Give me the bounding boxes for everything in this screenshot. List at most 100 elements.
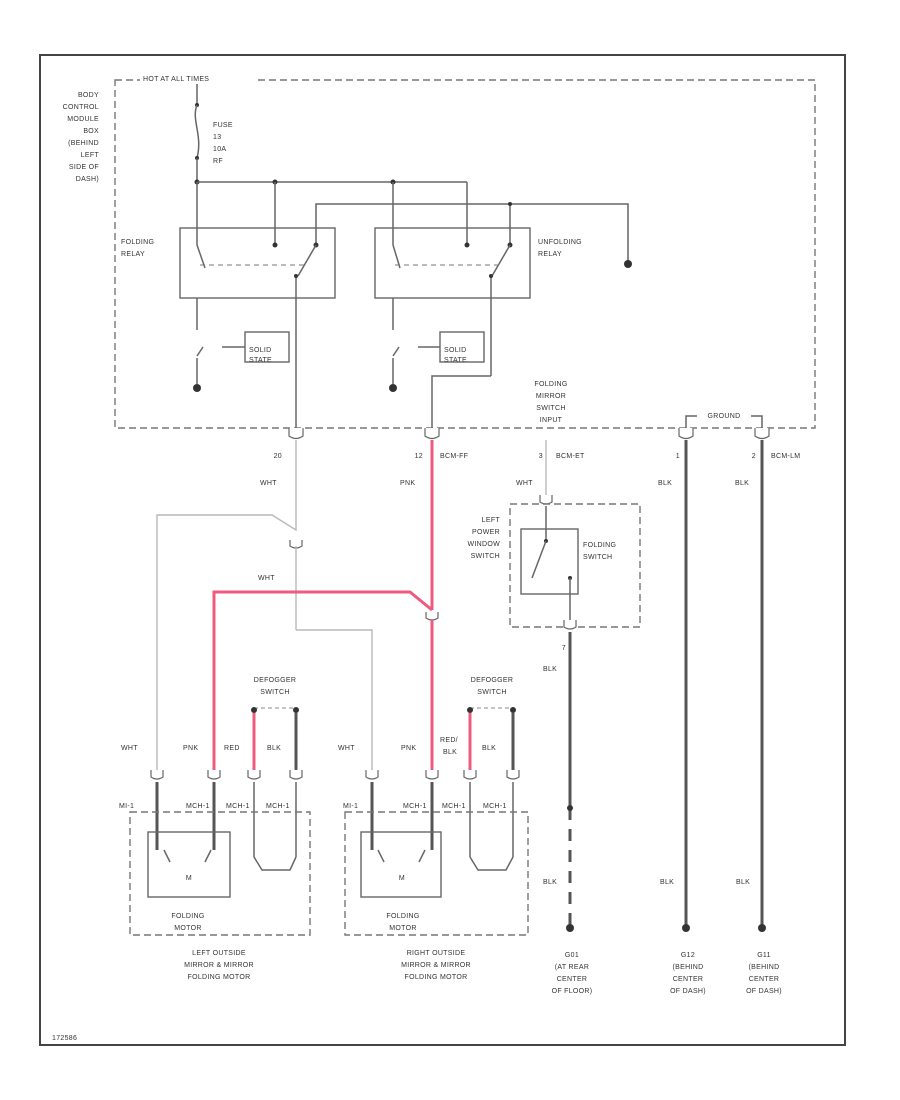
svg-text:BCM-FF: BCM-FF [440,453,468,460]
svg-text:1: 1 [676,453,680,460]
svg-text:MCH-1: MCH-1 [483,803,507,810]
svg-text:RF: RF [213,158,223,165]
svg-text:M: M [399,875,405,882]
svg-text:CENTER: CENTER [557,976,588,983]
figure-id: 172586 [52,1035,77,1042]
body-control-module-box [114,79,816,429]
svg-text:RED: RED [224,745,240,752]
left-mirror-wire-labels: WHT PNK RED BLK [121,745,281,752]
svg-text:RELAY: RELAY [538,251,562,258]
svg-text:M: M [186,875,192,882]
ground-g01-label: G01 (AT REAR CENTER OF FLOOR) [552,952,593,995]
svg-text:SWITCH: SWITCH [260,689,289,696]
svg-text:SOLID: SOLID [249,347,272,354]
svg-text:BLK: BLK [443,749,457,756]
svg-text:SWITCH: SWITCH [471,553,500,560]
svg-text:FOLDING: FOLDING [121,239,154,246]
svg-text:SOLID: SOLID [444,347,467,354]
folding-mirror-switch-input-label: FOLDING MIRROR SWITCH INPUT [534,381,567,424]
bcm-label: BODY CONTROL MODULE BOX (BEHIND LEFT SID… [63,92,100,183]
left-power-window-switch: LEFT POWER WINDOW SWITCH FOLDING SWITCH … [467,440,641,673]
svg-text:OF FLOOR): OF FLOOR) [552,988,593,995]
left-outside-mirror: M FOLDING MOTOR LEFT OUTSIDE MIRROR & MI… [129,811,311,981]
svg-text:(AT REAR: (AT REAR [555,964,589,971]
svg-text:DASH): DASH) [76,176,99,183]
svg-text:FOLDING: FOLDING [386,913,419,920]
svg-text:G11: G11 [757,952,771,959]
svg-text:WHT: WHT [121,745,138,752]
left-defogger-switch: DEFOGGER SWITCH [251,677,299,770]
svg-text:WHT: WHT [260,480,277,487]
svg-text:20: 20 [274,453,282,460]
svg-text:WHT: WHT [338,745,355,752]
unfolding-solid-state-driver: SOLID STATE [389,331,491,428]
svg-text:12: 12 [415,453,423,460]
relay-crossover-wire [315,202,632,268]
svg-text:DEFOGGER: DEFOGGER [254,677,296,684]
svg-text:STATE: STATE [444,357,467,364]
svg-text:SWITCH: SWITCH [536,405,565,412]
svg-text:10A: 10A [213,146,226,153]
right-defogger-switch: DEFOGGER SWITCH [467,677,516,770]
svg-text:PNK: PNK [183,745,198,752]
svg-text:STATE: STATE [249,357,272,364]
svg-text:7: 7 [562,645,566,652]
svg-text:MCH-1: MCH-1 [226,803,250,810]
svg-text:WHT: WHT [258,575,275,582]
svg-text:MODULE: MODULE [67,116,99,123]
fuse-13: FUSE 13 10A RF [194,84,233,182]
svg-text:WHT: WHT [516,480,533,487]
pnk-unfolding-wire [212,440,439,770]
svg-text:G12: G12 [681,952,695,959]
svg-text:RELAY: RELAY [121,251,145,258]
upper-wire-color-labels: WHT PNK WHT BLK BLK WHT [258,480,749,582]
svg-text:3: 3 [539,453,543,460]
svg-text:FOLDING: FOLDING [583,542,616,549]
svg-text:MI-1: MI-1 [119,803,134,810]
hot-at-all-times-label: HOT AT ALL TIMES [143,76,209,83]
svg-text:CENTER: CENTER [749,976,780,983]
svg-text:BLK: BLK [267,745,281,752]
svg-text:PNK: PNK [400,480,415,487]
svg-text:LEFT: LEFT [81,152,100,159]
svg-text:MCH-1: MCH-1 [442,803,466,810]
svg-text:(BEHIND: (BEHIND [749,964,780,971]
svg-text:SIDE OF: SIDE OF [69,164,99,171]
svg-text:FUSE: FUSE [213,122,233,129]
svg-text:MI-1: MI-1 [343,803,358,810]
right-outside-mirror: M FOLDING MOTOR RIGHT OUTSIDE MIRROR & M… [344,811,529,981]
svg-text:MIRROR & MIRROR: MIRROR & MIRROR [401,962,471,969]
svg-text:BLK: BLK [543,879,557,886]
svg-text:BOX: BOX [83,128,99,135]
bcm-connectors: 20 12 BCM-FF 3 BCM-ET 1 2 BCM-LM [274,428,800,460]
svg-text:MIRROR & MIRROR: MIRROR & MIRROR [184,962,254,969]
svg-text:BLK: BLK [736,879,750,886]
svg-text:INPUT: INPUT [540,417,563,424]
svg-text:BCM-LM: BCM-LM [771,453,800,460]
svg-text:CENTER: CENTER [673,976,704,983]
right-mirror-wire-labels: WHT PNK RED/ BLK BLK [338,737,496,756]
folding-solid-state-driver: SOLID STATE [193,331,290,392]
svg-text:BCM-ET: BCM-ET [556,453,585,460]
svg-text:DEFOGGER: DEFOGGER [471,677,513,684]
svg-text:G01: G01 [565,952,579,959]
svg-text:LEFT OUTSIDE: LEFT OUTSIDE [192,950,246,957]
unfolding-relay: UNFOLDING RELAY [374,227,582,376]
svg-text:FOLDING: FOLDING [171,913,204,920]
ground-g11-label: G11 (BEHIND CENTER OF DASH) [746,952,782,995]
right-mirror-connectors: MI-1 MCH-1 MCH-1 MCH-1 [343,770,520,857]
svg-text:MOTOR: MOTOR [389,925,416,932]
svg-text:(BEHIND: (BEHIND [673,964,704,971]
svg-text:SWITCH: SWITCH [477,689,506,696]
svg-text:MCH-1: MCH-1 [186,803,210,810]
ground-wires: BLK BLK BLK [543,440,766,932]
svg-text:BODY: BODY [78,92,99,99]
left-mirror-connectors: MI-1 MCH-1 MCH-1 MCH-1 [119,770,303,857]
svg-text:OF DASH): OF DASH) [670,988,706,995]
svg-text:BLK: BLK [658,480,672,487]
svg-text:MIRROR: MIRROR [536,393,566,400]
svg-text:GROUND: GROUND [708,413,741,420]
svg-text:BLK: BLK [660,879,674,886]
svg-text:LEFT: LEFT [482,517,501,524]
